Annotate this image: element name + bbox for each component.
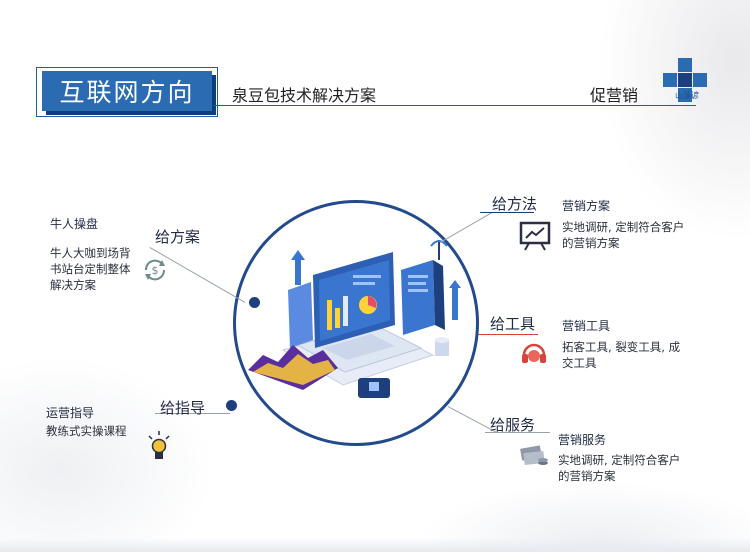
- connector-dot-guide: [226, 400, 237, 411]
- page-title: 互联网方向: [42, 71, 212, 111]
- desc-marketing-service-line1: 实地调研, 定制符合客户: [558, 453, 681, 467]
- headset-icon: [522, 343, 546, 363]
- desc-marketing-plan-line1: 实地调研, 定制符合客户: [562, 220, 685, 234]
- leader-line-method-h: [480, 212, 534, 213]
- svg-text:$: $: [152, 264, 159, 277]
- lightbulb-icon: [148, 431, 170, 459]
- title-frame: [36, 67, 218, 117]
- bottom-strip: [0, 538, 750, 552]
- sub-title-marketing-plan: 营销方案: [562, 199, 611, 213]
- right-label: 促营销: [590, 86, 639, 105]
- money-stack-icon: [520, 445, 548, 466]
- desc-expert-line2: 书站台定制整体: [50, 262, 131, 276]
- heading-give-tools: 给工具: [490, 315, 536, 333]
- laptop-analytics-illustration: [248, 240, 461, 398]
- logo-cross-icon: [663, 58, 707, 102]
- desc-marketing-tools-line2: 交工具: [562, 356, 597, 370]
- subtitle: 泉豆包技术解决方案: [232, 86, 377, 105]
- desc-expert-line3: 解决方案: [50, 278, 96, 292]
- header-divider: [214, 105, 696, 106]
- sub-title-marketing-tools: 营销工具: [562, 319, 611, 333]
- desc-marketing-service-line2: 的营销方案: [558, 469, 616, 483]
- dollar-cycle-icon: $: [144, 259, 166, 281]
- desc-expert-line1: 牛人大咖到场背: [50, 246, 131, 260]
- heading-give-service: 给服务: [490, 416, 536, 434]
- heading-give-guidance: 给指导: [160, 399, 206, 417]
- presentation-board-icon: [519, 221, 551, 251]
- leader-line-guide: [155, 413, 230, 414]
- desc-marketing-plan-line2: 的营销方案: [562, 236, 620, 250]
- leader-line-service-h: [485, 432, 550, 433]
- heading-give-method: 给方法: [492, 195, 538, 213]
- logo-text: 山藻谚: [675, 91, 699, 100]
- desc-ops-guidance: 教练式实操课程: [46, 424, 127, 438]
- sub-title-marketing-service: 营销服务: [558, 433, 607, 447]
- heading-give-plan: 给方案: [155, 228, 201, 246]
- desc-marketing-tools-line1: 拓客工具, 裂变工具, 成: [562, 340, 681, 354]
- sub-title-ops-guidance: 运营指导: [46, 406, 95, 420]
- tools-underline: [490, 334, 538, 335]
- sub-title-expert: 牛人操盘: [50, 217, 99, 231]
- connector-dot-plan: [249, 297, 260, 308]
